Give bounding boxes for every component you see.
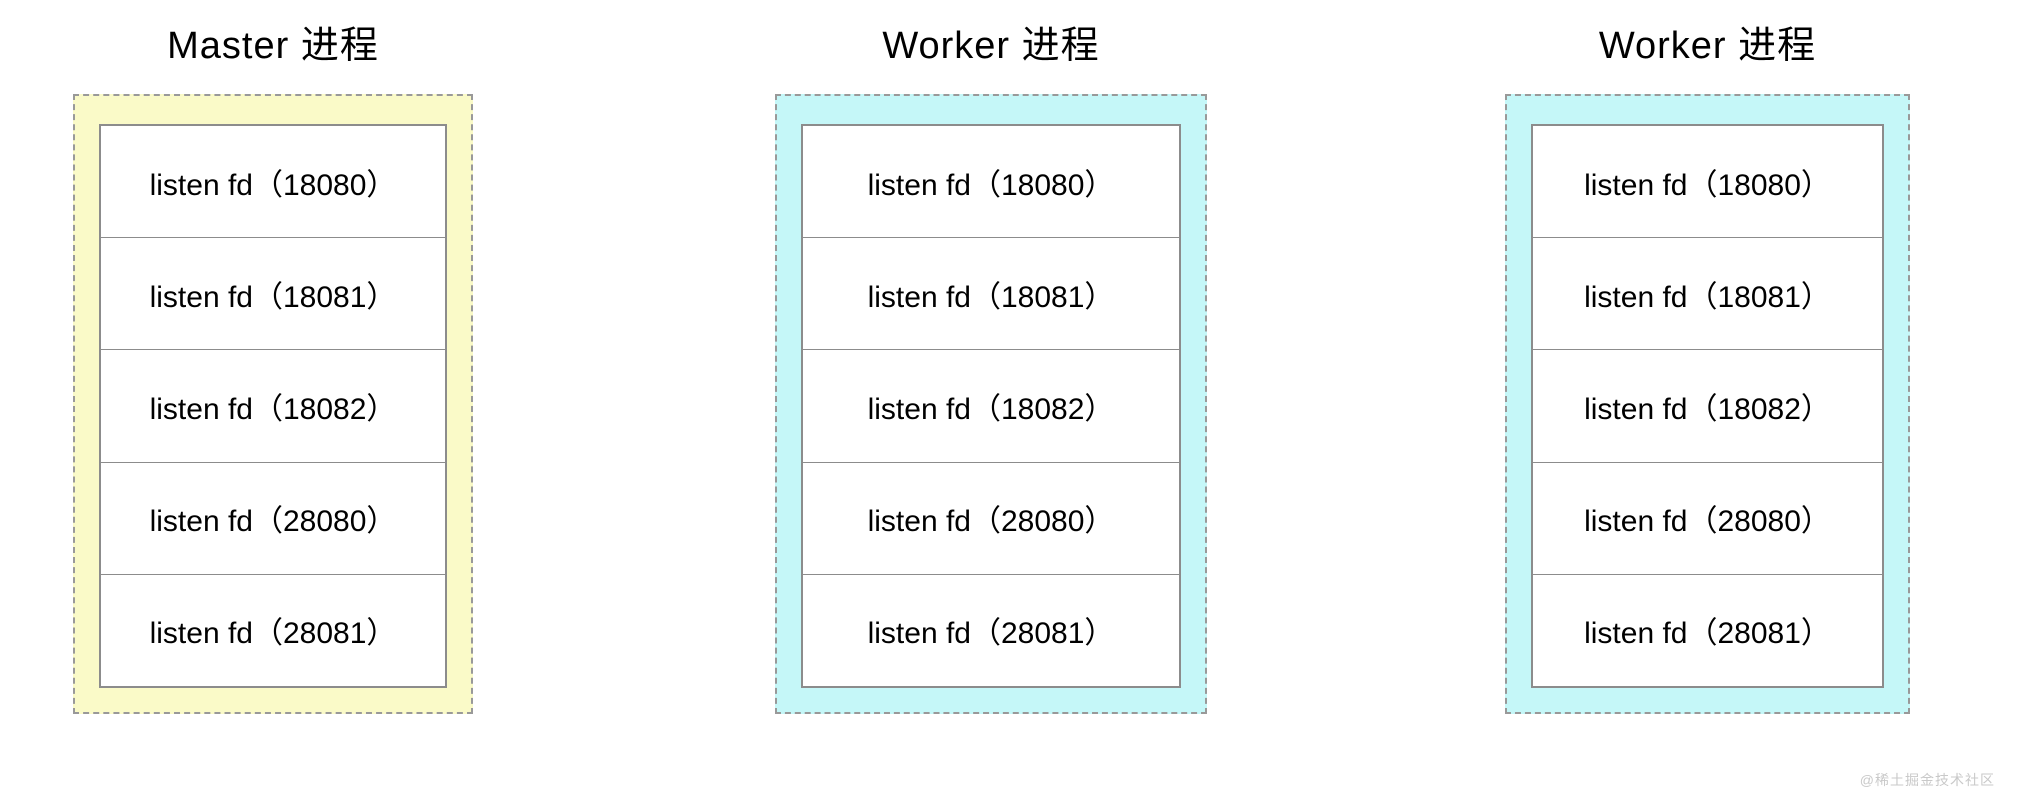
worker-process-column-1: Worker 进程 listen fd（18080） listen fd（180… [775,0,1207,714]
fd-row: listen fd（28080） [101,461,445,574]
fd-row: listen fd（18082） [101,349,445,461]
worker-fd-list-1: listen fd（18080） listen fd（18081） listen… [801,124,1181,688]
fd-row: listen fd（28081） [101,573,445,686]
worker-process-box-1: listen fd（18080） listen fd（18081） listen… [775,94,1207,714]
master-process-column: Master 进程 listen fd（18080） listen fd（180… [73,0,473,714]
worker-process-box-2: listen fd（18080） listen fd（18081） listen… [1505,94,1910,714]
fd-row: listen fd（28081） [1533,573,1882,686]
worker-process-title: Worker 进程 [882,25,1100,67]
master-process-box: listen fd（18080） listen fd（18081） listen… [73,94,473,714]
fd-row: listen fd（28080） [1533,461,1882,574]
fd-row: listen fd（18082） [803,349,1179,461]
fd-row: listen fd（18081） [101,237,445,349]
watermark-text: @稀土掘金技术社区 [1859,772,1995,788]
fd-row: listen fd（18080） [867,168,1115,202]
worker-process-column-2: Worker 进程 listen fd（18080） listen fd（180… [1505,0,1910,714]
fd-row: listen fd（18080） [149,168,397,202]
master-fd-list: listen fd（18080） listen fd（18081） listen… [99,124,447,688]
fd-row: listen fd（18082） [1533,349,1882,461]
fd-row: listen fd（28080） [803,461,1179,574]
master-process-title: Master 进程 [167,25,379,67]
worker-process-title: Worker 进程 [1598,25,1817,67]
fd-row: listen fd（18081） [803,237,1179,349]
fd-row: listen fd（18081） [1533,237,1882,349]
worker-fd-list-2: listen fd（18080） listen fd（18081） listen… [1531,124,1884,688]
fd-row: listen fd（28081） [803,573,1179,686]
fd-row: listen fd（18080） [1584,168,1831,202]
